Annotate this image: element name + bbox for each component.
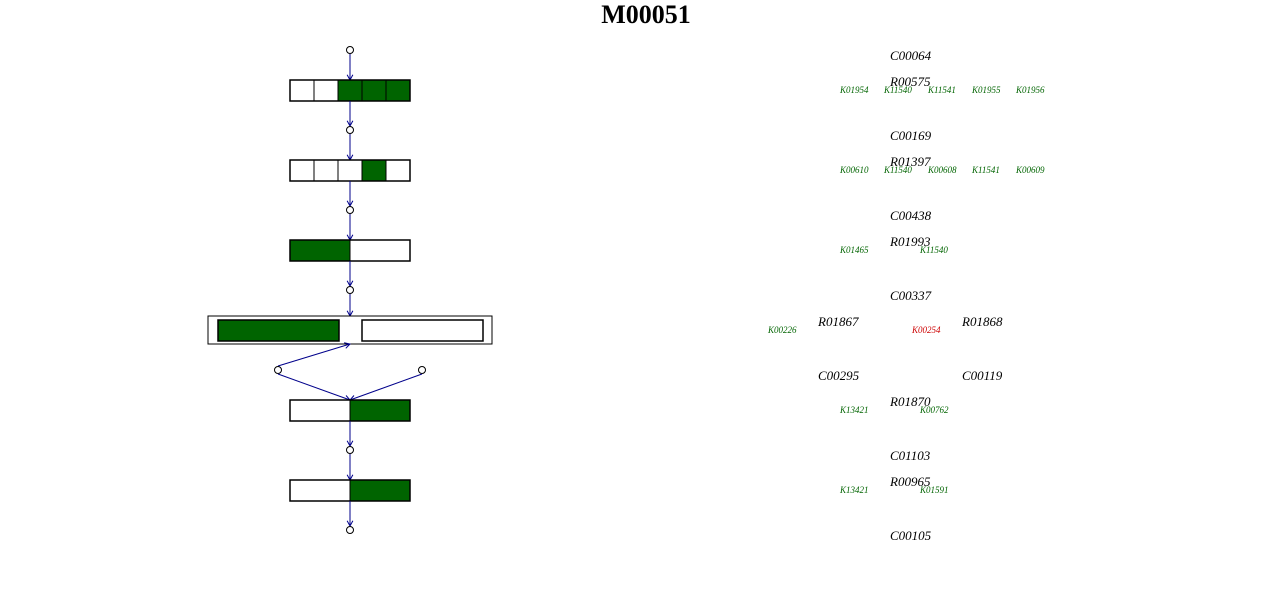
step-cell-empty (289, 79, 315, 102)
compound-label: C00295 (818, 368, 860, 383)
ko-label: K11540 (884, 85, 912, 95)
ko-label: K01956 (1016, 85, 1045, 95)
step-cell-empty (337, 159, 363, 182)
ko-label: K11541 (972, 165, 1000, 175)
step-cell-empty (313, 79, 339, 102)
ko-label: K01955 (972, 85, 1001, 95)
compound-node (346, 286, 354, 294)
compound-label: C00169 (890, 128, 932, 143)
ko-label: K01465 (840, 245, 869, 255)
step-cell-empty (289, 399, 351, 422)
edge-arrowhead (344, 342, 351, 349)
ko-label: K00226 (768, 325, 797, 335)
step-cell-filled (337, 79, 363, 102)
compound-node (274, 366, 282, 374)
ko-label: K13421 (840, 485, 869, 495)
reaction-label: R01397 (890, 154, 931, 169)
step-cell-filled (289, 239, 351, 262)
pathway-edge (277, 373, 351, 401)
ko-label: K11541 (928, 85, 956, 95)
pathway-edge (277, 343, 351, 367)
step-cell-filled (361, 159, 387, 182)
step-cell-filled (217, 319, 340, 342)
module-step-4-alt-1 (217, 319, 340, 342)
ko-label: K00608 (928, 165, 957, 175)
compound-node (418, 366, 426, 374)
compound-node (346, 46, 354, 54)
reaction-label: R01993 (890, 234, 931, 249)
step-cell-empty (289, 159, 315, 182)
step-cell-empty (385, 159, 411, 182)
compound-node (346, 446, 354, 454)
compound-label: C00337 (890, 288, 932, 303)
ko-label: K00609 (1016, 165, 1045, 175)
compound-node (346, 206, 354, 214)
ko-label: K01954 (840, 85, 869, 95)
reaction-label: R01868 (962, 314, 1003, 329)
step-cell-filled (361, 79, 387, 102)
ko-label: K11540 (920, 245, 948, 255)
ko-label: K11540 (884, 165, 912, 175)
page-title: M00051 (601, 0, 691, 29)
compound-node (346, 526, 354, 534)
step-cell-filled (349, 399, 411, 422)
step-cell-empty (289, 479, 351, 502)
step-cell-empty (361, 319, 484, 342)
pathway-edge (349, 373, 423, 401)
step-cell-empty (313, 159, 339, 182)
compound-label: C00064 (890, 48, 932, 63)
ko-label: K00254 (912, 325, 941, 335)
ko-label: K01591 (920, 485, 949, 495)
module-step-4-alt-2 (361, 319, 484, 342)
reaction-label: R01867 (818, 314, 859, 329)
step-cell-empty (349, 239, 411, 262)
compound-label: C01103 (890, 448, 931, 463)
reaction-label: R00575 (890, 74, 931, 89)
ko-label: K13421 (840, 405, 869, 415)
reaction-label: R01870 (890, 394, 931, 409)
compound-label: C00119 (962, 368, 1003, 383)
step-cell-filled (349, 479, 411, 502)
ko-label: K00610 (840, 165, 869, 175)
reaction-label: R00965 (890, 474, 931, 489)
compound-label: C00438 (890, 208, 932, 223)
step-cell-filled (385, 79, 411, 102)
ko-label: K00762 (920, 405, 949, 415)
compound-label: C00105 (890, 528, 932, 543)
compound-node (346, 126, 354, 134)
